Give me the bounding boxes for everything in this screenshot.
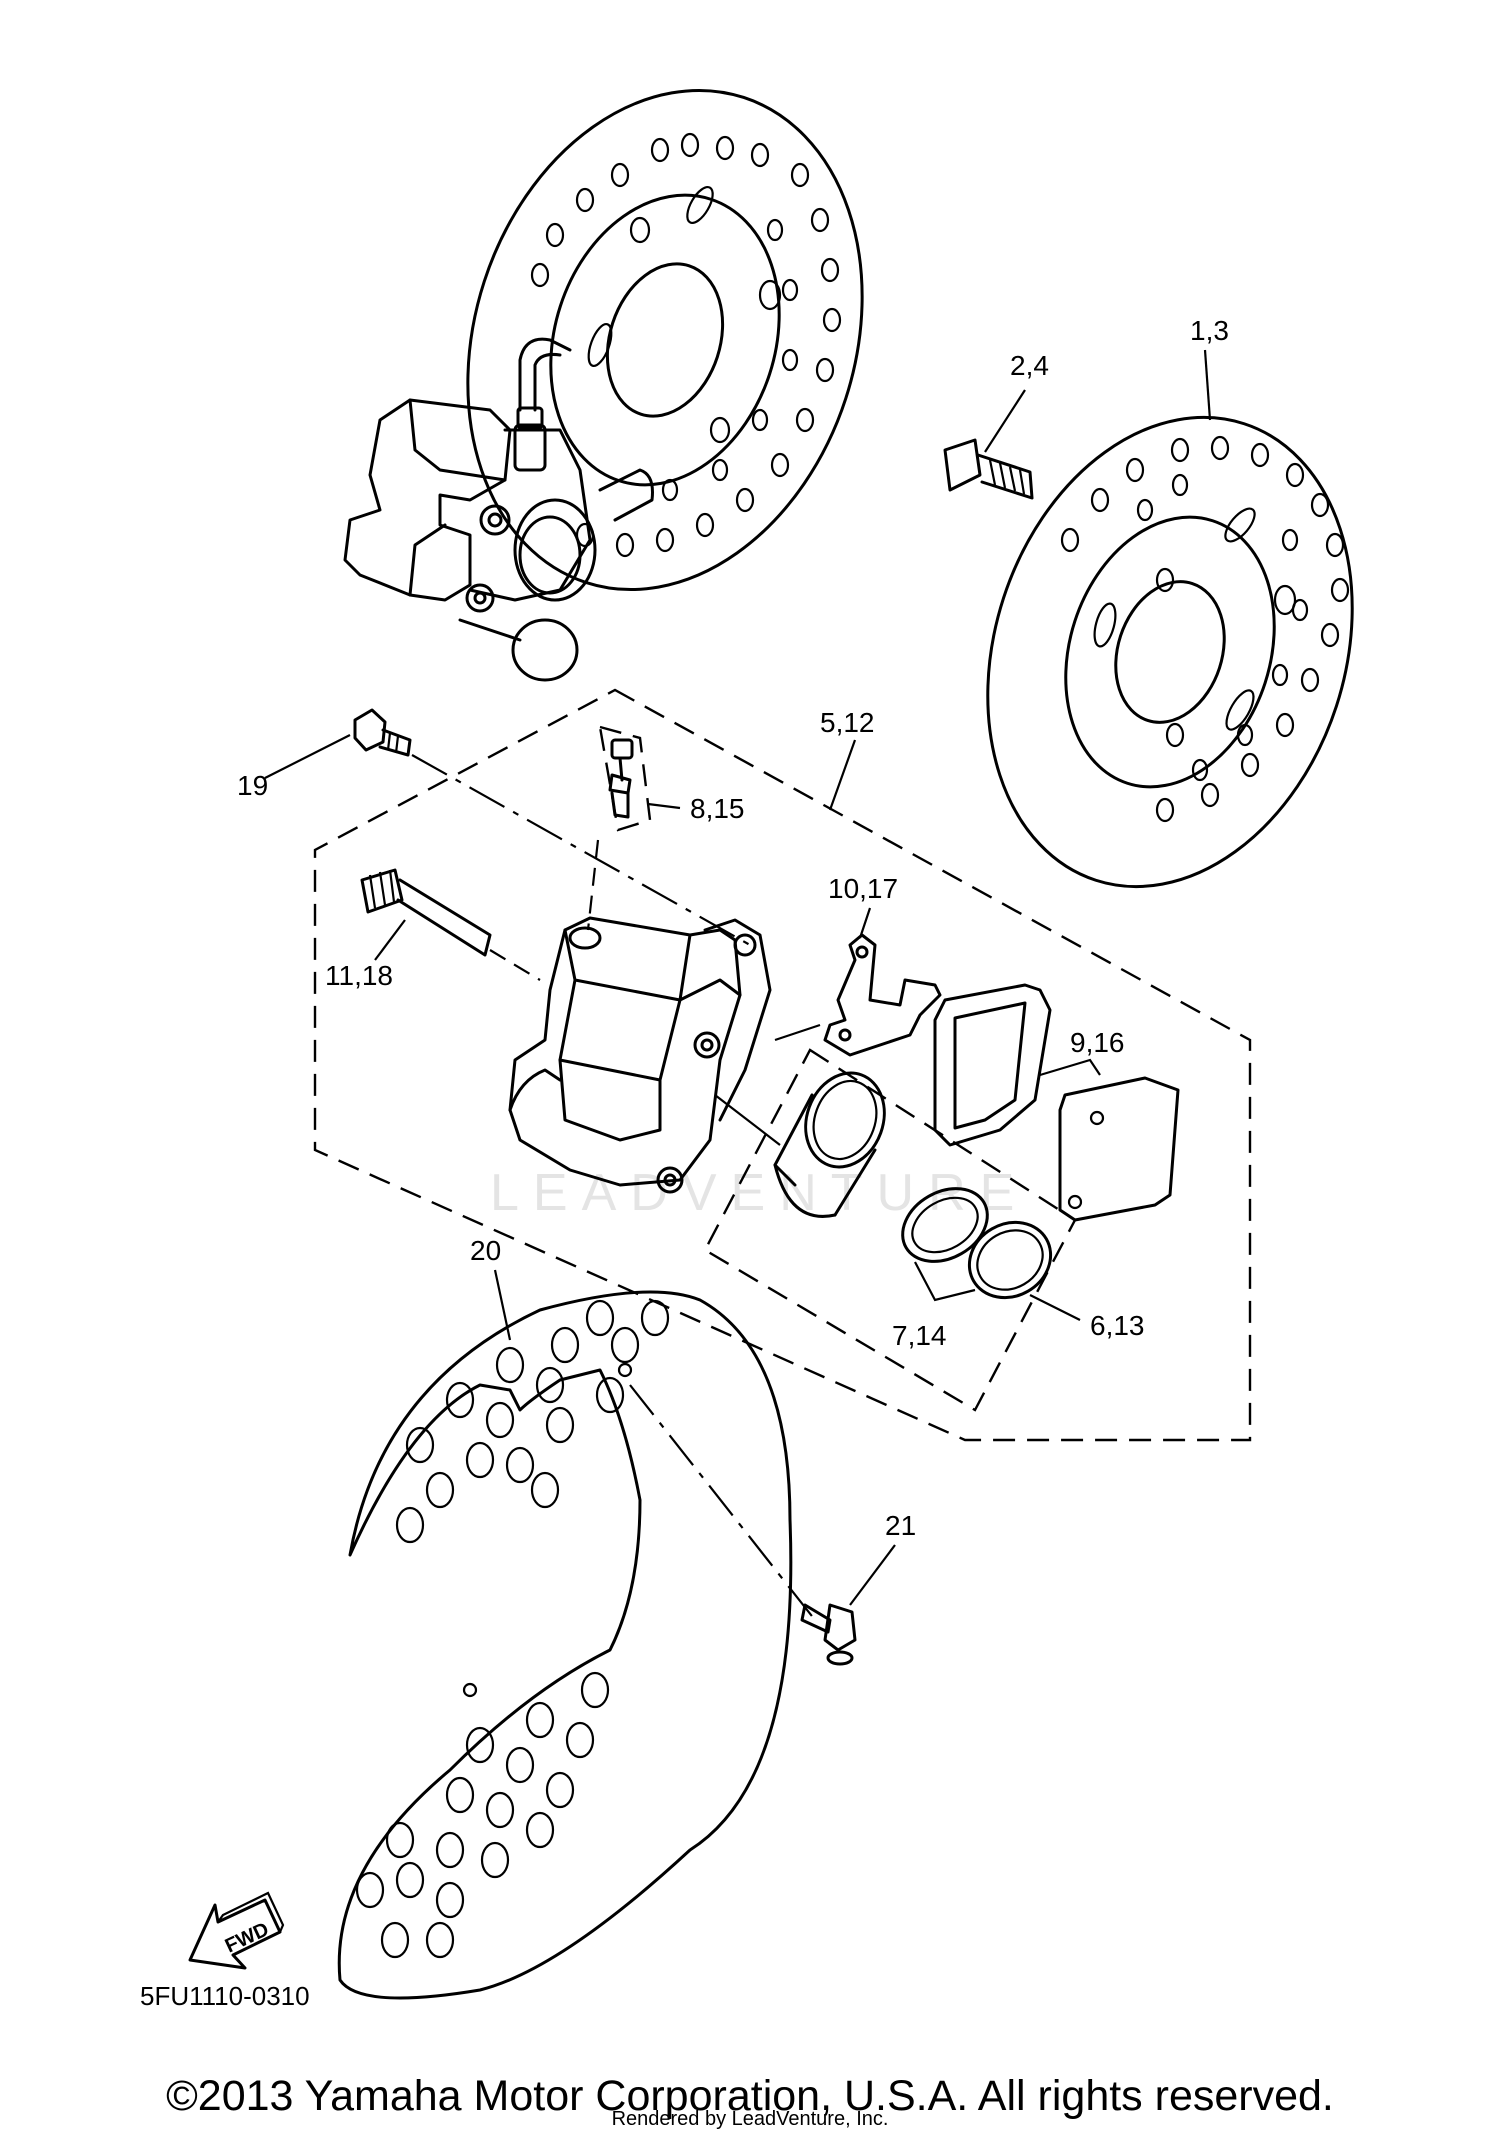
callout-6-13: 6,13 [1090,1310,1145,1341]
kit-outline-pistons [703,1048,1077,1412]
part-10-17-pad-support [823,933,942,1057]
leader-20 [493,1269,512,1341]
callout-11-18: 11,18 [325,960,393,991]
callout-20: 20 [470,1235,501,1266]
fwd-label: FWD [222,1918,273,1957]
watermark: LEADVENTURE [490,1164,1028,1222]
bleed-screw-axis [586,839,600,931]
part-6-13-7-14-seals [901,1187,1053,1300]
caliper-to-piston-line [714,1094,781,1146]
diagram-code: 5FU1110-0310 [140,1981,310,2011]
callout-10-17: 10,17 [828,873,898,904]
part-19-bolt [353,708,412,757]
leader-1-3 [1203,349,1212,421]
leader-11-18 [374,919,406,961]
leader-10-17 [858,907,872,939]
leader-6-13 [1029,1294,1081,1321]
leader-19 [264,734,351,779]
leader-7-14 [914,1261,976,1302]
part-8-15-bleed-screw [608,738,634,819]
leader-5-12 [828,739,857,811]
leader-8-15 [647,802,681,810]
part-2-4-disc-bolt [943,438,1034,500]
assembled-caliper [343,337,654,682]
assembled-brake-disc [466,88,864,592]
rendered-by-notice: Rendered by LeadVenture, Inc. [611,2108,889,2130]
callout-5-12: 5,12 [820,707,875,738]
callout-21: 21 [885,1510,916,1541]
callout-8-15: 8,15 [690,793,745,824]
caliper-to-bracket-line [774,1023,821,1042]
bolt-19-axis [411,754,751,946]
part-20-disc-cover [337,1290,793,2000]
callout-9-16: 9,16 [1070,1027,1125,1058]
part-21-bolt [800,1603,857,1666]
piston [773,1071,886,1218]
caliper-body [508,916,772,1194]
bolt-21-axis [629,1384,816,1621]
leader-21 [849,1544,896,1606]
kit-outline-5-12 [313,688,1252,1442]
callout-2-4: 2,4 [1010,350,1049,381]
callout-1-3: 1,3 [1190,315,1229,346]
leader-2-4 [984,389,1026,453]
copyright-notice: ©2013 Yamaha Motor Corporation, U.S.A. A… [166,2072,1334,2120]
part-11-18-slide-pin [360,868,492,957]
leader-9-16 [1039,1058,1101,1077]
pin-11-18-axis [489,949,541,981]
callout-19: 19 [237,770,268,801]
part-1-3-brake-disc [986,415,1354,889]
part-9-16-brake-pads [933,983,1180,1222]
callout-7-14: 7,14 [892,1320,947,1351]
fwd-arrow-icon: FWD [188,1891,285,1970]
